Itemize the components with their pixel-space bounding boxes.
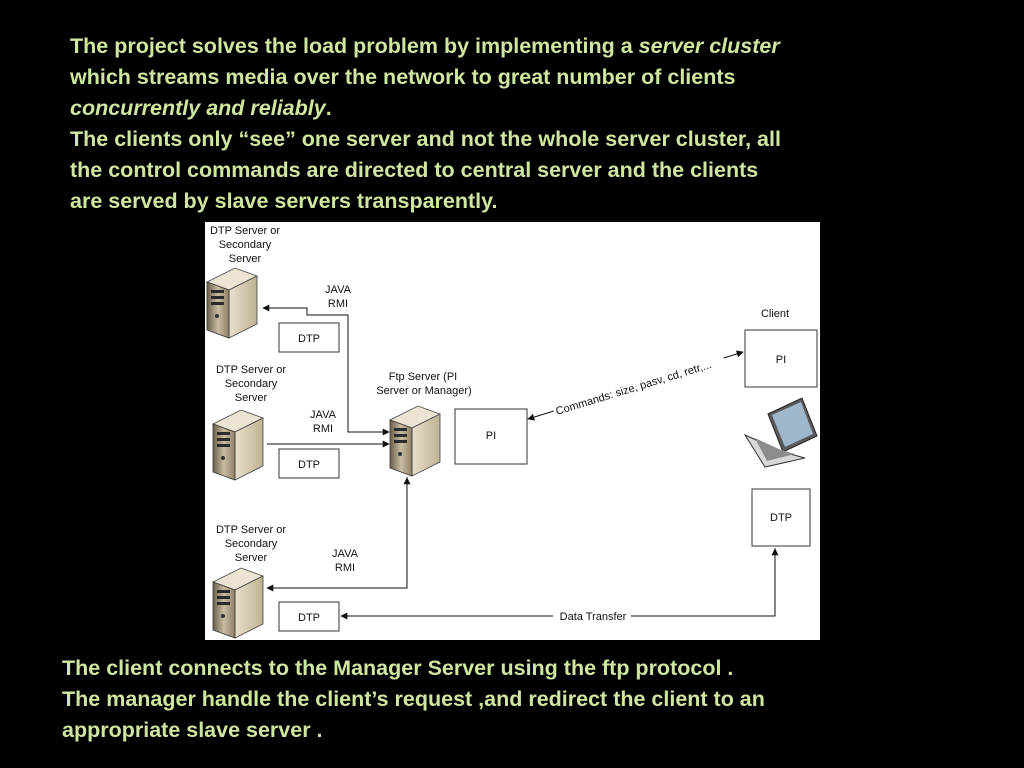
client-pi-box [744, 329, 818, 388]
secondary-server-2: DTP Server or Secondary Server DTP [212, 364, 340, 481]
secondary-server-1: DTP Server or Secondary Server DTP [206, 225, 340, 353]
server-tower-icon [206, 267, 258, 339]
client-dtp-box [751, 488, 811, 547]
data-transfer-label: Data Transfer [560, 611, 627, 623]
client-label: Client [761, 308, 789, 320]
commands-label: Commands: size, pasv, cd, retr,... [554, 359, 713, 418]
intro-line-6: are served by slave servers transparentl… [70, 189, 498, 213]
manager-pi-label: PI [486, 430, 496, 442]
secondary-server-3-label-line3: Server [235, 552, 268, 564]
concurrently-reliably-emphasis: concurrently and reliably [70, 96, 326, 120]
secondary-server-3: DTP Server or Secondary Server DTP [212, 524, 340, 639]
java-rmi-label-1-line2: RMI [328, 298, 348, 310]
summary-line-2: The manager handle the client’s request … [62, 687, 765, 711]
manager-label-line2: Server or Manager) [376, 385, 471, 397]
dtp-box-3 [278, 601, 340, 632]
client: Client PI DTP [743, 308, 818, 547]
data-transfer-arrow [340, 548, 776, 620]
secondary-server-2-label-line2: Secondary [225, 378, 278, 390]
client-pi-label: PI [776, 354, 786, 366]
manager-server: Ftp Server (PI Server or Manager) PI [376, 371, 528, 477]
intro-paragraph: The project solves the load problem by i… [70, 31, 970, 217]
dtp-box-1 [278, 322, 340, 353]
manager-pi-box [454, 408, 528, 465]
server-tower-icon [389, 405, 441, 477]
secondary-server-3-label-line2: Secondary [225, 538, 278, 550]
rmi-arrow-1b [347, 315, 390, 436]
manager-label-line1: Ftp Server (PI [389, 371, 457, 383]
summary-line-3: appropriate slave server . [62, 718, 323, 742]
intro-line-2: which streams media over the network to … [70, 65, 736, 89]
java-rmi-label-3-line2: RMI [335, 562, 355, 574]
java-rmi-label-3-line1: JAVA [332, 548, 359, 560]
intro-line-1: The project solves the load problem by i… [70, 31, 970, 62]
secondary-server-1-label-line2: Secondary [219, 239, 272, 251]
secondary-server-1-label-line1: DTP Server or [210, 225, 280, 237]
secondary-server-2-label-line3: Server [235, 392, 268, 404]
laptop-icon [743, 397, 818, 468]
server-cluster-emphasis: server cluster [638, 34, 780, 58]
dtp-box-2-label: DTP [298, 459, 320, 471]
intro-line-1-text: The project solves the load problem by i… [70, 34, 639, 58]
summary-paragraph: The client connects to the Manager Serve… [62, 653, 982, 746]
intro-line-3: concurrently and reliably. [70, 93, 970, 124]
architecture-diagram: DTP Server or Secondary Server DTP DTP S… [205, 222, 820, 640]
server-tower-icon [212, 409, 264, 481]
server-tower-icon [212, 567, 264, 639]
java-rmi-label-1-line1: JAVA [325, 284, 352, 296]
intro-line-3-period: . [325, 96, 332, 120]
summary-line-1: The client connects to the Manager Serve… [62, 656, 734, 680]
java-rmi-label-2-line1: JAVA [310, 409, 337, 421]
java-rmi-label-2-line2: RMI [313, 423, 333, 435]
intro-line-5: the control commands are directed to cen… [70, 158, 759, 182]
connectors [262, 304, 779, 620]
dtp-box-1-label: DTP [298, 333, 320, 345]
client-dtp-label: DTP [770, 512, 792, 524]
dtp-box-2 [278, 448, 340, 479]
dtp-box-3-label: DTP [298, 612, 320, 624]
intro-line-4: The clients only “see” one server and no… [70, 127, 781, 151]
diagram-canvas: DTP Server or Secondary Server DTP DTP S… [206, 225, 818, 639]
secondary-server-2-label-line1: DTP Server or [216, 364, 286, 376]
secondary-server-3-label-line1: DTP Server or [216, 524, 286, 536]
secondary-server-1-label-line3: Server [229, 253, 262, 265]
